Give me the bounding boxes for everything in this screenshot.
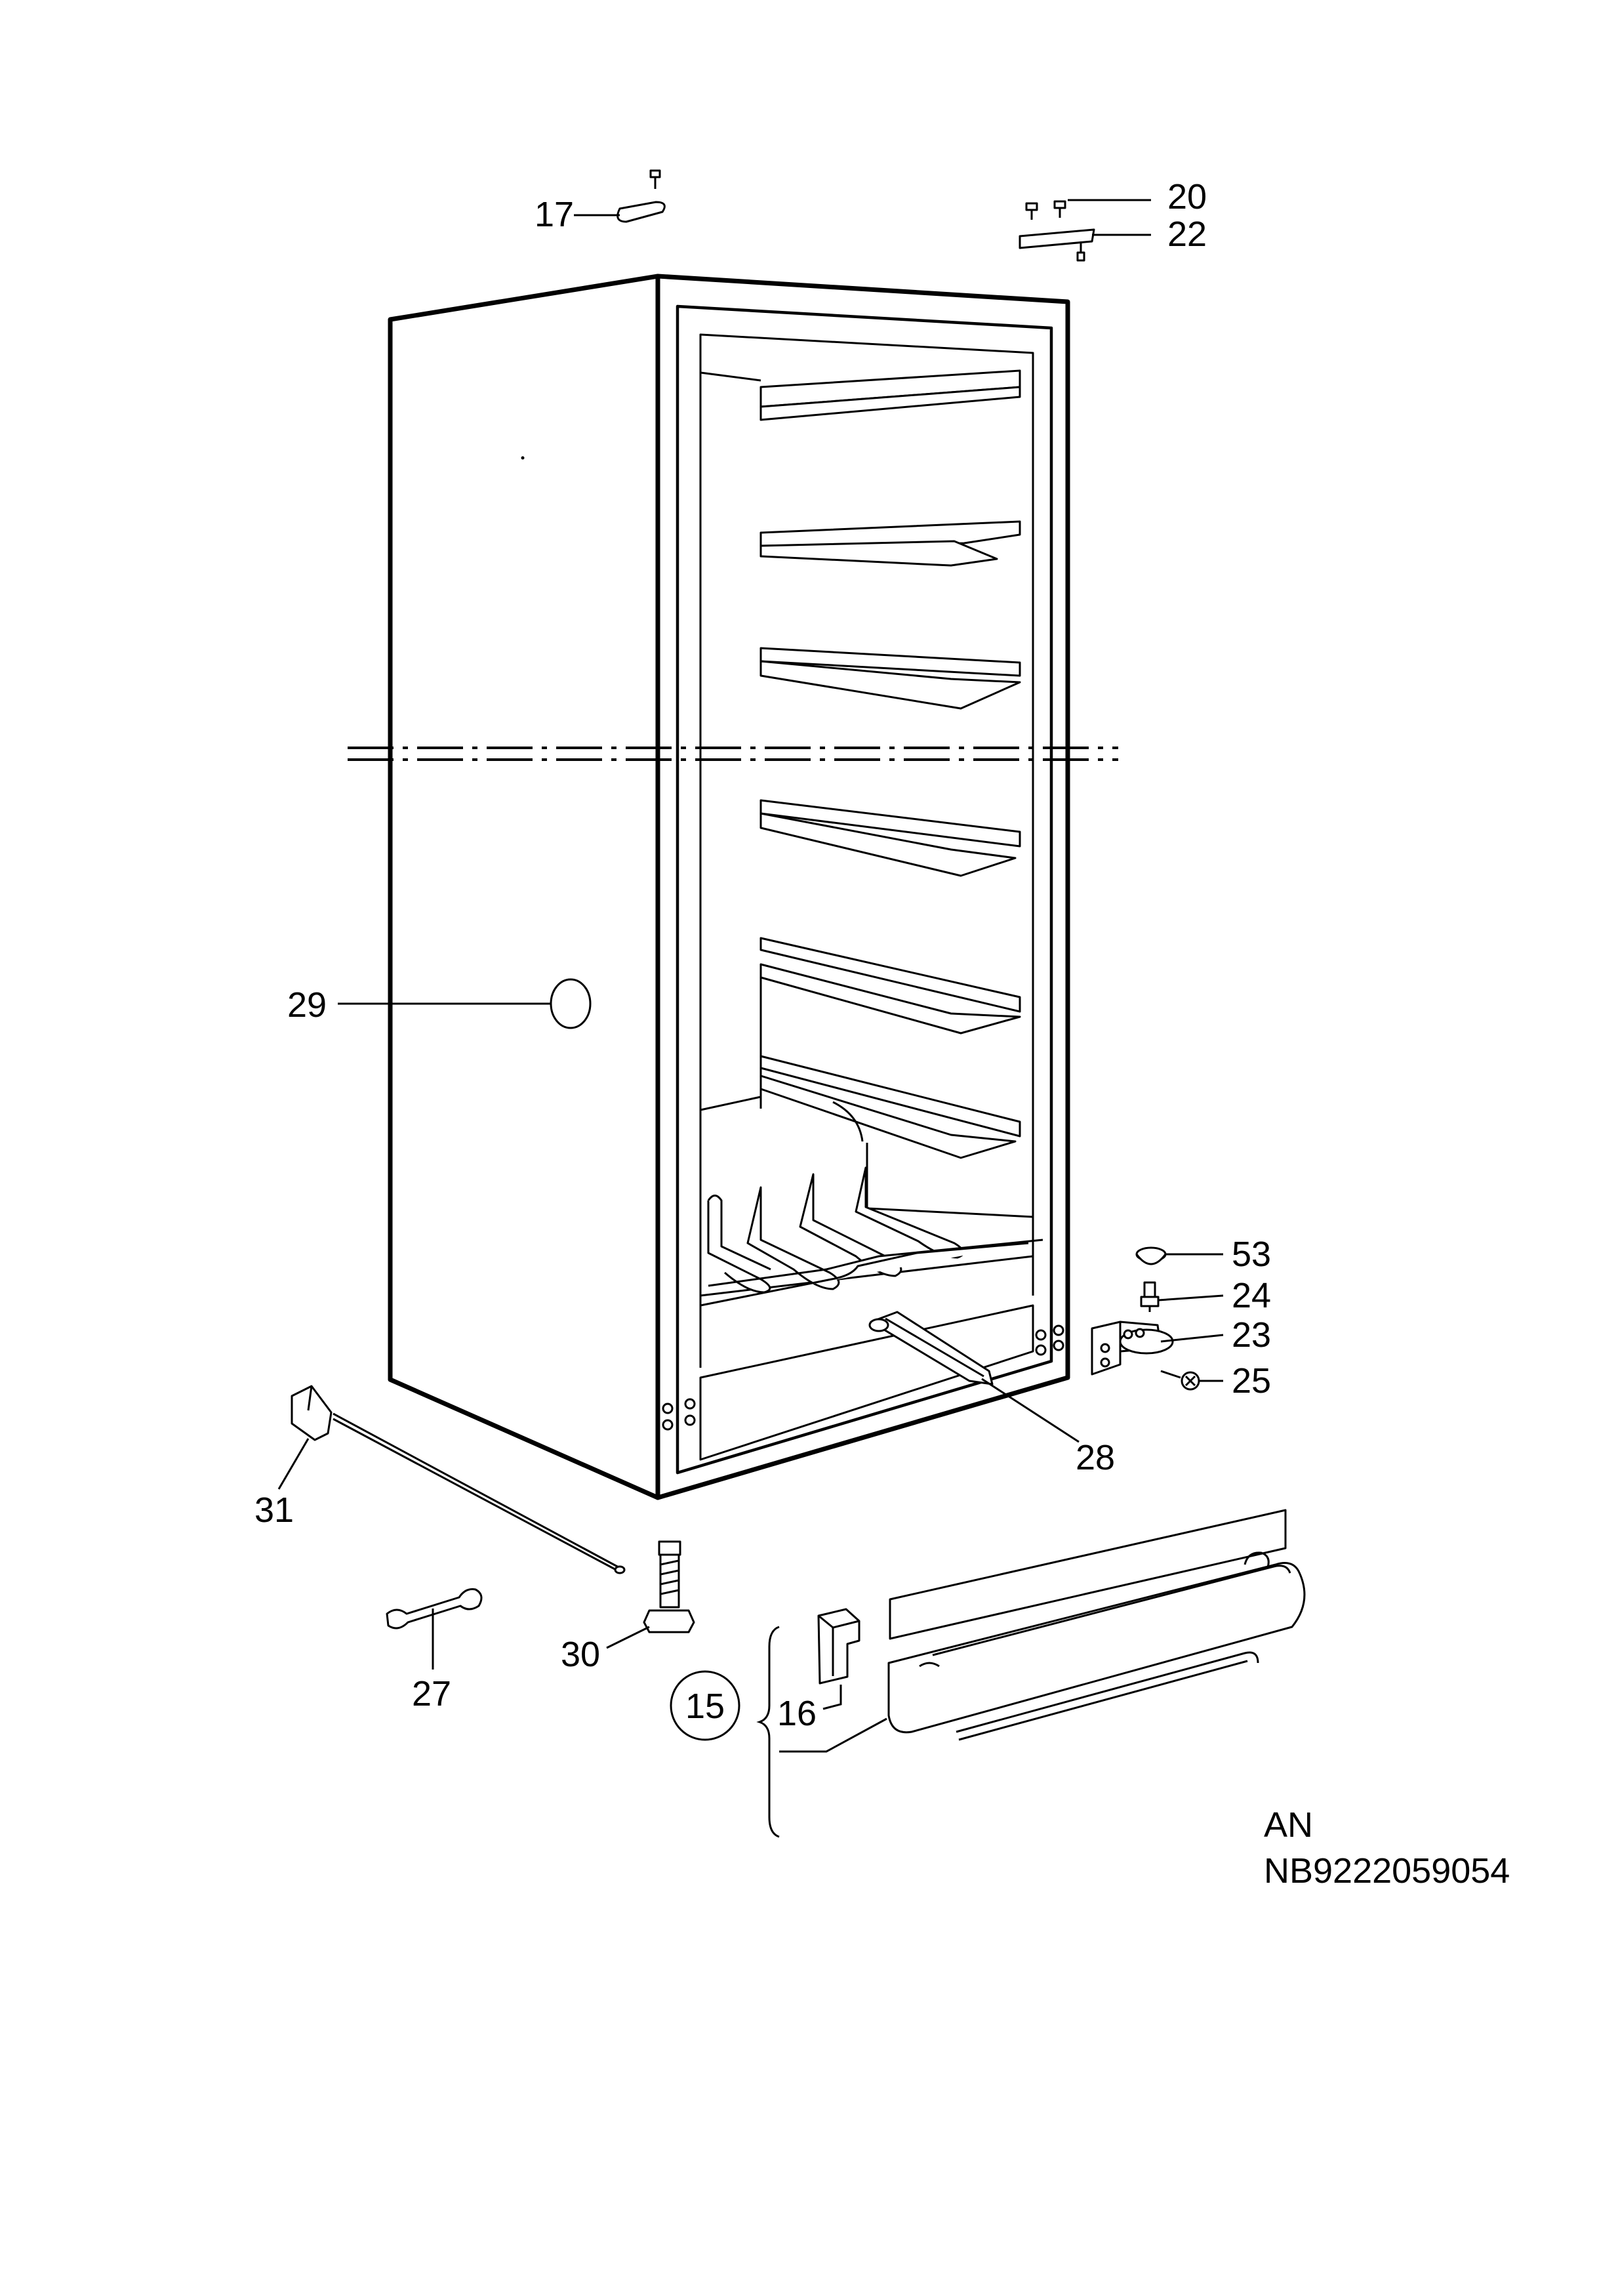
footer-part-number: NB9222059054 [1264, 1851, 1510, 1891]
evaporator-coils [700, 1166, 1043, 1307]
shelf-rail [759, 647, 1021, 710]
callout-29: 29 [287, 985, 327, 1025]
side-plug [550, 978, 592, 1029]
door-stop-rod [291, 1385, 626, 1574]
top-cover-plate [617, 169, 666, 223]
kickplate-assembly [817, 1509, 1306, 1741]
shelf-rail [759, 1055, 1021, 1159]
cabinet-body [388, 274, 1070, 1500]
lower-hinge-assembly [1091, 1246, 1200, 1391]
callout-16: 16 [777, 1694, 817, 1733]
callout-53: 53 [1232, 1235, 1271, 1274]
shelf-rail [759, 369, 1021, 421]
wrench [386, 1588, 483, 1630]
leveling-foot [643, 1540, 695, 1633]
callout-22: 22 [1167, 215, 1207, 254]
assembly-callout-circle [670, 1670, 740, 1741]
callout-25: 25 [1232, 1361, 1271, 1401]
callout-23: 23 [1232, 1315, 1271, 1355]
callout-15: 15 [685, 1687, 725, 1726]
callout-31: 31 [254, 1490, 294, 1530]
drain-channel [868, 1311, 994, 1385]
callout-20: 20 [1167, 177, 1207, 216]
callout-30: 30 [561, 1635, 600, 1674]
callout-24: 24 [1232, 1276, 1271, 1315]
footer-variant: AN [1264, 1805, 1313, 1845]
shelf-rail [759, 799, 1021, 877]
top-hinge-bracket [1019, 200, 1095, 262]
shelf-rail [759, 520, 1021, 567]
callout-27: 27 [412, 1674, 451, 1713]
shelf-rails [759, 369, 1021, 1159]
callout-17: 17 [535, 195, 574, 234]
callout-28: 28 [1076, 1438, 1115, 1477]
shelf-rail [759, 937, 1021, 1109]
